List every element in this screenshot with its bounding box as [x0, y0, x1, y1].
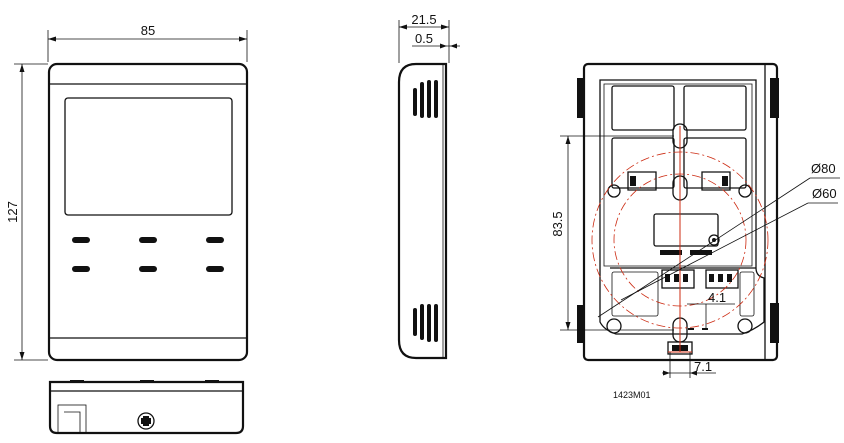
side-depth-label: 21.5 [411, 12, 436, 27]
rear-hole-distance-label: 83.5 [550, 211, 565, 236]
front-view: 85 127 [5, 23, 249, 362]
bottom-view [48, 380, 245, 435]
front-height-label: 127 [5, 201, 20, 223]
side-vent-bottom [413, 304, 438, 342]
circle-60 [613, 173, 747, 307]
screw-icon [137, 412, 155, 430]
front-button [206, 266, 224, 272]
slot-spacing-dimension: 4.1 [687, 290, 735, 330]
bottom-width-dimension: 7.1 [662, 352, 716, 378]
side-vent-top [413, 80, 438, 118]
front-housing [47, 62, 249, 362]
circle-80-label: Ø80 [811, 161, 836, 176]
side-offset-dimension: 0.5 [412, 31, 460, 49]
front-height-dimension: 127 [5, 63, 48, 361]
side-housing [397, 62, 448, 360]
front-button [206, 237, 224, 243]
drawing-code: 1423M01 [613, 390, 651, 400]
rear-hole-distance-dimension: 83.5 [550, 135, 674, 331]
slot-spacing-label: 4.1 [708, 290, 726, 305]
front-width-dimension: 85 [47, 23, 248, 62]
side-offset-label: 0.5 [415, 31, 433, 46]
circle-60-label: Ø60 [812, 186, 837, 201]
bottom-width-label: 7.1 [694, 359, 712, 374]
front-button [72, 237, 90, 243]
front-width-label: 85 [141, 23, 155, 38]
circle-60-leader: Ø60 [620, 186, 838, 301]
circle-80 [591, 151, 769, 329]
front-display [64, 97, 233, 216]
side-depth-dimension: 21.5 [398, 12, 450, 63]
rear-housing [582, 62, 779, 362]
side-view: 21.5 0.5 [397, 12, 460, 360]
front-button [139, 266, 157, 272]
front-button [72, 266, 90, 272]
rear-view: 83.5 Ø80 Ø60 4.1 7.1 [550, 62, 840, 378]
front-buttons [72, 237, 224, 272]
front-button [139, 237, 157, 243]
